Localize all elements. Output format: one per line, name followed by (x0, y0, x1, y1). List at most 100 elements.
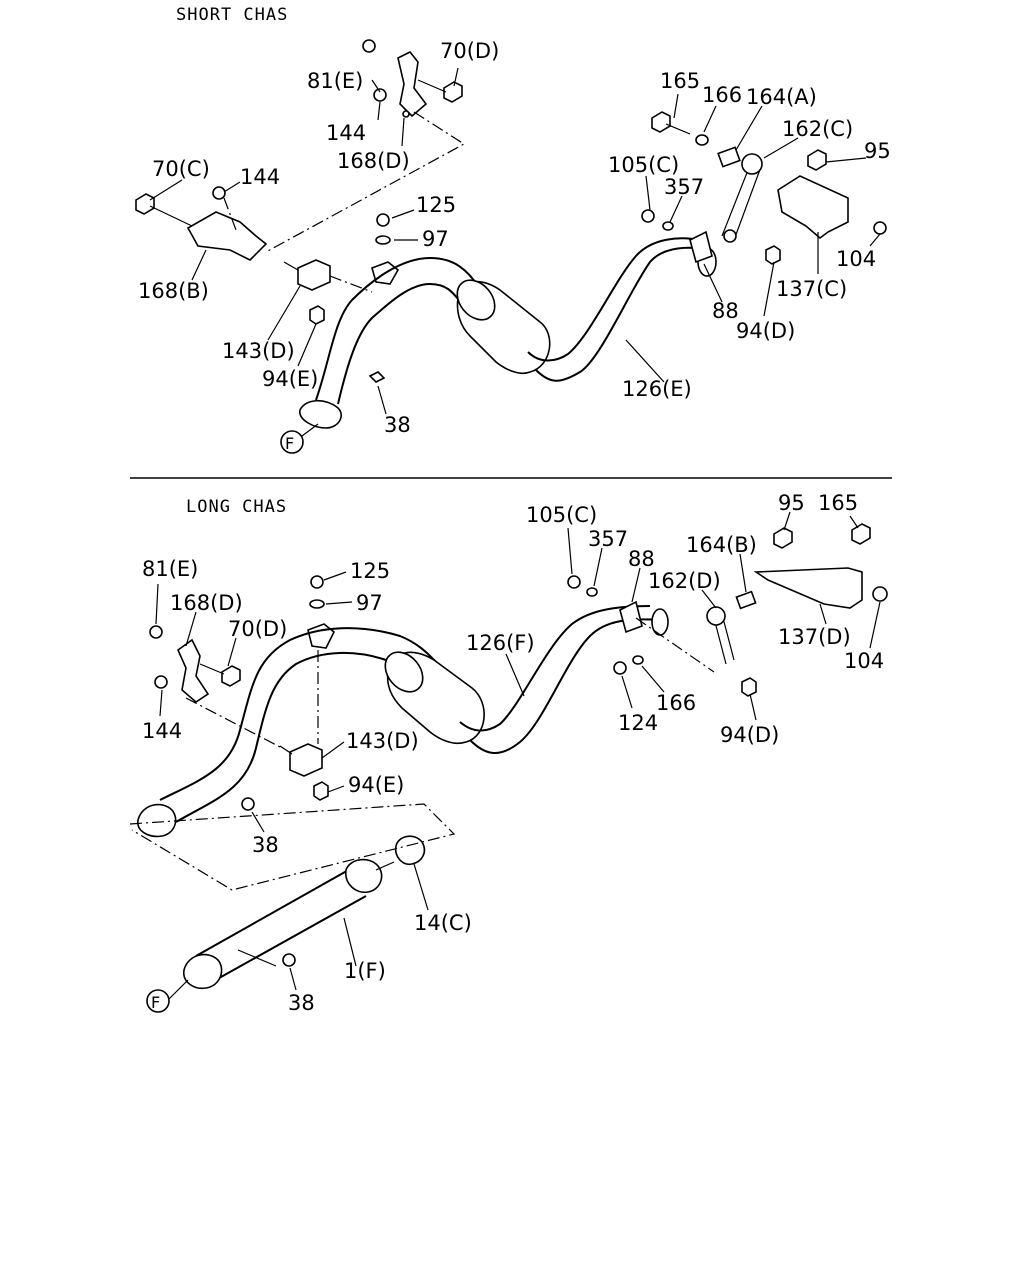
flange-front-short (299, 399, 342, 429)
mount-143d-short (297, 259, 331, 291)
gasket-38-long-b (282, 953, 296, 967)
bushing-164a (717, 146, 741, 168)
label-125: 125 (416, 193, 456, 217)
label-f: F (151, 993, 160, 1012)
label-143d: 143(D) (346, 729, 419, 753)
bracket-168d-long (177, 638, 210, 704)
washer-97-long (309, 599, 325, 609)
pipe-126f-rear (459, 605, 661, 754)
label-137d: 137(D) (778, 625, 851, 649)
label-88: 88 (712, 299, 739, 323)
label-126f: 126(F) (466, 631, 535, 655)
leader-lines-short (149, 67, 881, 437)
label-104: 104 (836, 247, 876, 271)
bracket-168b (186, 211, 268, 261)
label-164a: 164(A) (746, 85, 817, 109)
label-97: 97 (356, 591, 383, 615)
label-166: 166 (702, 83, 742, 107)
label-1f: 1(F) (344, 959, 386, 983)
assembly-line-long-c (129, 803, 456, 891)
washer-166-short (695, 134, 709, 146)
hole-168d (402, 110, 410, 118)
converter-inlet-short (456, 279, 496, 321)
bolt-165-long (851, 523, 871, 545)
bolt-165-short (651, 111, 671, 133)
flange-front-1f (345, 858, 383, 894)
assembly-line-short-b (329, 275, 373, 293)
label-94e: 94(E) (262, 367, 318, 391)
gasket-38-short (368, 371, 386, 383)
label-166: 166 (656, 691, 696, 715)
bracket-137c (777, 175, 849, 240)
bolt-95-short (807, 149, 827, 171)
label-164b: 164(B) (686, 533, 757, 557)
label-70d: 70(D) (228, 617, 287, 641)
bolt-165-shank (665, 123, 691, 135)
label-f: F (285, 434, 294, 453)
short-chassis-section: SHORT CHAS (135, 5, 891, 454)
label-124: 124 (618, 711, 658, 735)
label-97: 97 (422, 227, 449, 251)
pipe-126e-rear (527, 237, 711, 382)
label-105c: 105(C) (608, 153, 679, 177)
leader-lines-long (155, 511, 881, 1001)
label-105c: 105(C) (526, 503, 597, 527)
label-81e: 81(E) (307, 69, 363, 93)
label-126e: 126(E) (622, 377, 692, 401)
mount-143d-long (289, 743, 323, 777)
nut-125-short (376, 213, 390, 227)
label-38: 38 (384, 413, 411, 437)
nut-144-long (154, 675, 168, 689)
bolt-94d-short (765, 245, 781, 265)
bracket-168d-upper (397, 50, 428, 118)
label-165: 165 (660, 69, 700, 93)
clamp-88-short (689, 230, 713, 264)
nut-104-long (872, 586, 888, 602)
assembly-line-long-a (185, 697, 283, 749)
assembly-line-short-a (265, 111, 466, 253)
flange-ref-f-circle (280, 430, 304, 454)
hanger-162d-eye (706, 606, 726, 626)
hanger-162c-eye (741, 153, 763, 175)
flange-ref-f-circle (146, 989, 170, 1013)
bolt-70d-upper (443, 81, 463, 103)
mount-143d-stud (283, 261, 299, 271)
gasket-14c (394, 835, 426, 866)
bracket-137d (753, 567, 863, 609)
label-95: 95 (778, 491, 805, 515)
bolt-70c (135, 193, 155, 215)
nut-144-left (212, 186, 226, 200)
long-chassis-heading: LONG CHAS (186, 497, 287, 517)
gasket-38-long-a (241, 797, 255, 811)
label-162d: 162(D) (648, 569, 721, 593)
label-144: 144 (240, 165, 280, 189)
label-38: 38 (288, 991, 315, 1015)
label-357: 357 (588, 527, 628, 551)
label-143d: 143(D) (222, 339, 295, 363)
nut-104-short (873, 221, 887, 235)
label-357: 357 (664, 175, 704, 199)
label-94d: 94(D) (736, 319, 795, 343)
bolt-94e-short (309, 305, 325, 325)
nut-144-upper (373, 88, 387, 102)
label-95: 95 (864, 139, 891, 163)
bolt-70c-shank (149, 205, 193, 227)
converter-inlet-long (384, 651, 424, 693)
bolt-70d-shank (417, 79, 447, 93)
label-168d: 168(D) (170, 591, 243, 615)
label-70c: 70(C) (152, 157, 210, 181)
nut-81e-upper (362, 39, 376, 53)
nut-81e-long (149, 625, 163, 639)
nut-105c-long (567, 575, 581, 589)
bolt-70d-long-shank (199, 663, 225, 675)
pipe-clamp-long (307, 623, 336, 649)
label-125: 125 (350, 559, 390, 583)
mount-143d-long-stud (279, 745, 293, 755)
pipe-1f (195, 867, 367, 983)
label-104: 104 (844, 649, 884, 673)
assembly-line-short-c (223, 197, 237, 231)
bolt-94e-long (313, 781, 329, 801)
label-144: 144 (326, 121, 366, 145)
bushing-164b (735, 590, 757, 610)
